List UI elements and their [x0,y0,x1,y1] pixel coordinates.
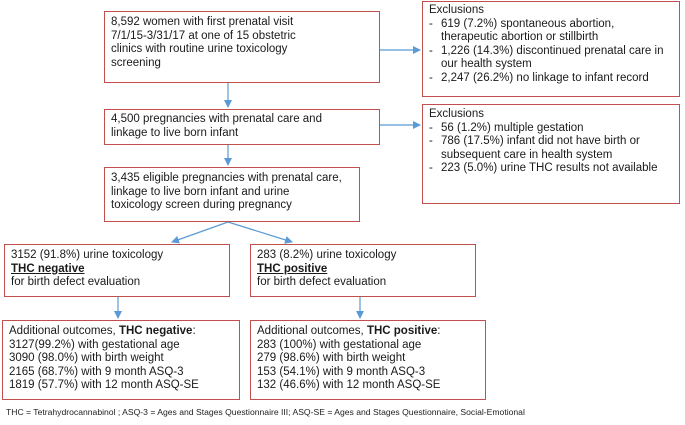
exclusions-title: Exclusions [429,108,484,120]
box1-line: screening [111,56,161,69]
thc-negative-box: 3152 (91.8%) urine toxicology THC negati… [4,244,230,297]
outcome-line: 279 (98.6%) with birth weight [257,352,406,365]
exclusion-item: -619 (7.2%) spontaneous abortion, therap… [429,17,615,44]
positive-count: 283 (8.2%) urine toxicology [257,249,397,261]
box3-line: toxicology screen during pregnancy [111,199,292,212]
positive-label: THC positive [257,262,328,275]
box2-line: linkage to live born infant [111,126,239,139]
positive-outcomes-label: THC positive [366,325,438,337]
arrow-box3-to-negative [171,221,229,244]
exclusion-item: -2,247 (26.2%) no linkage to infant reco… [429,71,649,84]
positive-outcomes-box: Additional outcomes, THC positive: 283 (… [250,320,486,400]
negative-purpose: for birth defect evaluation [11,276,141,289]
box1-line: clinics with routine urine toxicology [111,43,288,56]
abbreviations-footnote: THC = Tetrahydrocannabinol ; ASQ-3 = Age… [6,407,525,417]
arrow-box3-to-positive [227,221,293,244]
exclusion-item: -786 (17.5%) infant did not have birth o… [429,135,640,161]
negative-count: 3152 (91.8%) urine toxicology [11,249,164,261]
negative-outcomes-heading: Additional outcomes, THC negative: [9,325,196,337]
outcome-line: 1819 (57.7%) with 12 month ASQ-SE [9,379,199,392]
exclusion-item: -56 (1.2%) multiple gestation [429,121,584,134]
outcome-line: 3090 (98.0%) with birth weight [9,352,164,365]
negative-outcomes-label: THC negative [118,325,193,337]
exclusion-item: -223 (5.0%) urine THC results not availa… [429,162,658,175]
box2-line: 4,500 pregnancies with prenatal care and [111,113,322,125]
outcome-line: 2165 (68.7%) with 9 month ASQ-3 [9,365,184,378]
negative-outcomes-box: Additional outcomes, THC negative: 3127(… [2,320,240,400]
exclusion-item: -1,226 (14.3%) discontinued prenatal car… [429,44,664,71]
outcome-line: 132 (46.6%) with 12 month ASQ-SE [257,379,441,392]
eligible-pregnancies-box: 3,435 eligible pregnancies with prenatal… [104,167,360,222]
positive-purpose: for birth defect evaluation [257,276,387,289]
box1-line: 7/1/15-3/31/17 at one of 15 obstetric [111,29,296,42]
exclusions-title: Exclusions [429,4,484,16]
outcome-line: 283 (100%) with gestational age [257,338,422,351]
prenatal-linkage-box: 4,500 pregnancies with prenatal care and… [104,109,380,145]
box3-line: linkage to live born infant and urine [111,185,290,198]
initial-cohort-box: 8,592 women with first prenatal visit 7/… [104,11,380,83]
outcome-line: 153 (54.1%) with 9 month ASQ-3 [257,365,426,378]
outcome-line: 3127(99.2%) with gestational age [9,338,180,351]
box3-line: 3,435 eligible pregnancies with prenatal… [111,172,342,184]
thc-positive-box: 283 (8.2%) urine toxicology THC positive… [250,244,476,297]
exclusions-box-1: Exclusions -619 (7.2%) spontaneous abort… [422,1,680,97]
negative-label: THC negative [11,262,85,275]
positive-outcomes-heading: Additional outcomes, THC positive: [257,325,441,337]
exclusions-box-2: Exclusions -56 (1.2%) multiple gestation… [422,104,680,204]
box1-line: 8,592 women with first prenatal visit [111,16,294,28]
